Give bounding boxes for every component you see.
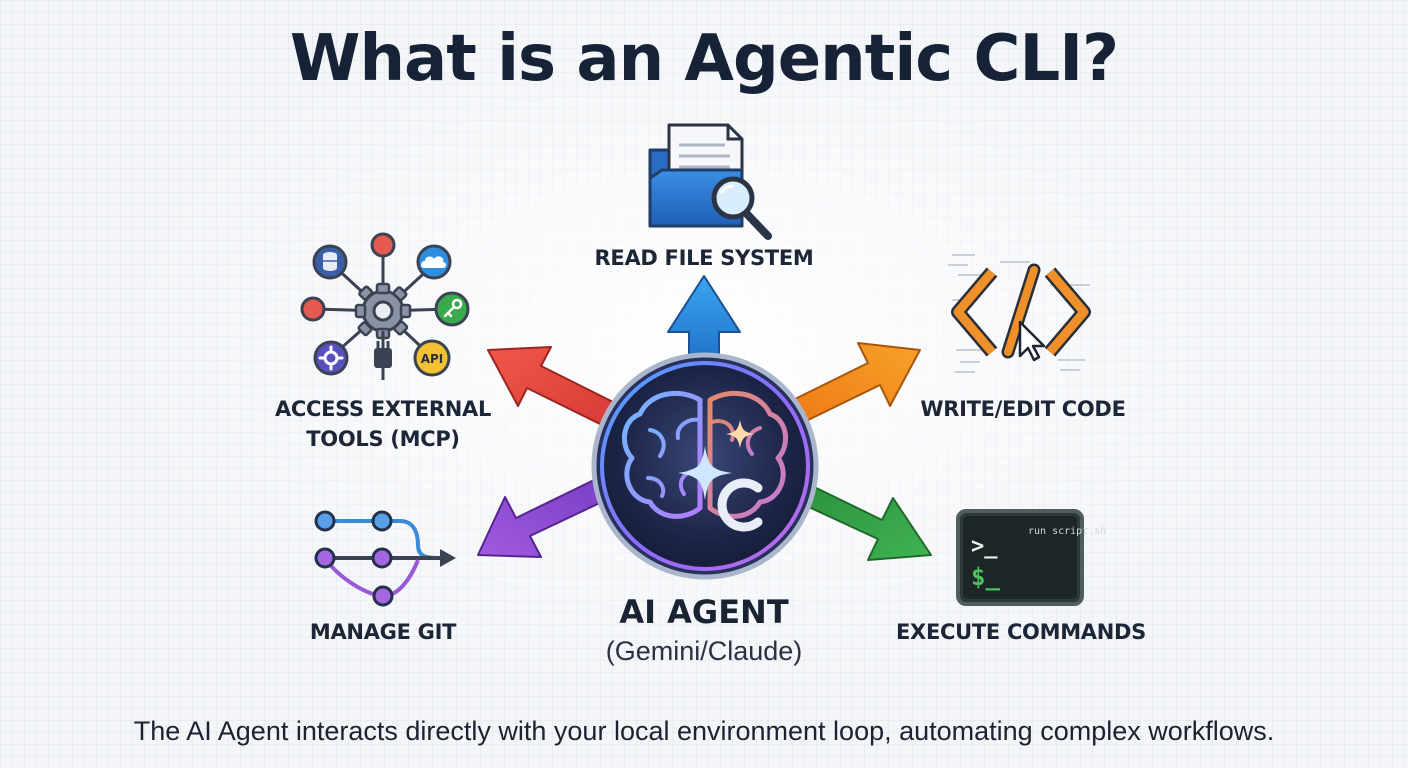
label-tools-line2: TOOLS (MCP) <box>306 427 460 451</box>
arrow-upleft-tools <box>487 346 614 425</box>
settings-icon <box>313 340 349 376</box>
agent-subtitle: (Gemini/Claude) <box>605 636 803 666</box>
brain-icon <box>591 352 819 580</box>
terminal-icon: run script.sh >_ $_ <box>956 509 1106 606</box>
page-title: What is an Agentic CLI? <box>289 22 1119 96</box>
terminal-prompt-line2: $_ <box>971 563 1000 591</box>
code-edit-icon <box>948 254 1091 373</box>
arrow-downleft-git <box>477 479 607 558</box>
database-icon <box>312 244 348 280</box>
key-icon <box>434 291 470 327</box>
label-write-edit-code: WRITE/EDIT CODE <box>920 397 1126 421</box>
plug-icon <box>374 331 392 380</box>
api-icon: API <box>413 339 451 377</box>
terminal-command-text: run script.sh <box>1028 526 1106 537</box>
footer-caption: The AI Agent interacts directly with you… <box>133 716 1275 746</box>
arrow-downright-execute <box>797 481 932 561</box>
gear-icon <box>354 282 412 340</box>
agent-title: AI AGENT <box>619 593 789 631</box>
cloud-icon <box>416 244 452 280</box>
label-read-file-system: READ FILE SYSTEM <box>594 246 814 270</box>
arrow-upright-write <box>792 342 921 423</box>
label-execute-commands: EXECUTE COMMANDS <box>896 620 1146 644</box>
arrow-up-read <box>667 275 741 366</box>
label-tools-line1: ACCESS EXTERNAL <box>274 397 492 421</box>
terminal-prompt-line1: >_ <box>971 534 998 559</box>
folder-search-icon <box>648 123 772 240</box>
label-manage-git: MANAGE GIT <box>309 620 457 644</box>
label-access-external-tools: ACCESS EXTERNAL TOOLS (MCP) <box>255 394 511 454</box>
mcp-network-icon: API <box>300 232 470 380</box>
api-badge-text: API <box>421 352 444 366</box>
git-branch-icon <box>314 510 456 607</box>
